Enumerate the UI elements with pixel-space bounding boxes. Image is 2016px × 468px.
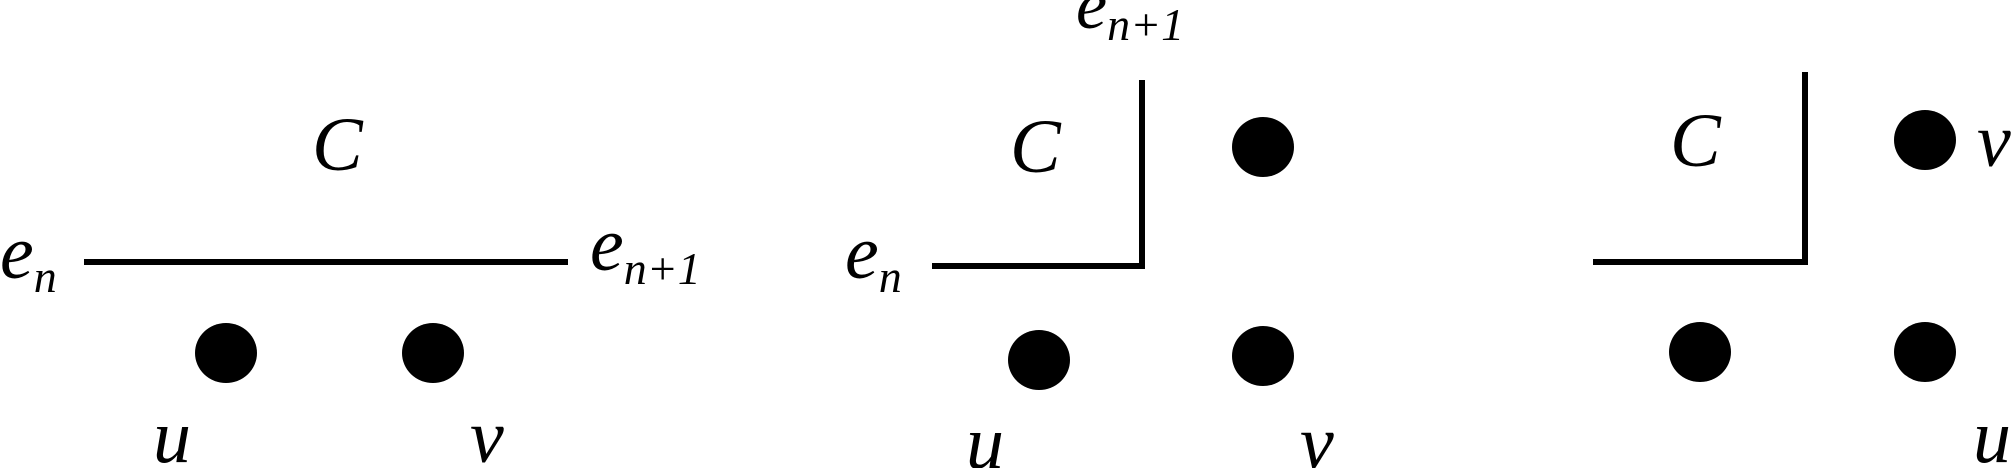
vertex-label-v: v: [470, 395, 504, 468]
panel-2: en+1 C en u v: [845, 0, 1334, 468]
vertex-dot-u: [1894, 322, 1956, 382]
edge-label-base: e: [590, 203, 624, 287]
vertex-dot-u: [195, 323, 257, 383]
edge-label-subscript: n: [879, 251, 902, 302]
panel-1: C en en+1 u v: [0, 103, 701, 468]
corner-edge: [932, 80, 1145, 269]
corner-edge: [1593, 72, 1808, 265]
panel-3: C v u: [1593, 72, 2011, 468]
edge-label-base: e: [845, 211, 879, 295]
edge-label-subscript: n+1: [624, 243, 701, 294]
edge-label-right: en+1: [590, 203, 701, 294]
vertex-dot-top-right: [1232, 117, 1294, 177]
region-label-c: C: [1010, 105, 1062, 189]
vertex-dot-v: [1894, 110, 1956, 170]
vertex-label-v: v: [1977, 99, 2011, 183]
edge-label-base: e: [1076, 0, 1107, 44]
edge-label-left: en: [845, 211, 902, 302]
vertex-dot-v: [1232, 326, 1294, 386]
edge-label-base: e: [0, 211, 34, 295]
vertex-label-v: v: [1300, 401, 1334, 468]
vertex-dot-u: [1008, 330, 1070, 390]
vertex-label-u: u: [153, 395, 191, 468]
region-label-c: C: [312, 103, 364, 187]
vertex-dot-v: [402, 323, 464, 383]
edge-label-top: en+1: [1076, 0, 1184, 50]
edge-label-left: en: [0, 211, 57, 302]
vertex-label-u: u: [1973, 395, 2011, 468]
edge-label-subscript: n+1: [1107, 0, 1184, 50]
vertex-dot-bottom-left: [1669, 322, 1731, 382]
region-label-c: C: [1670, 99, 1722, 183]
edge-label-subscript: n: [34, 251, 57, 302]
vertex-label-u: u: [966, 401, 1004, 468]
